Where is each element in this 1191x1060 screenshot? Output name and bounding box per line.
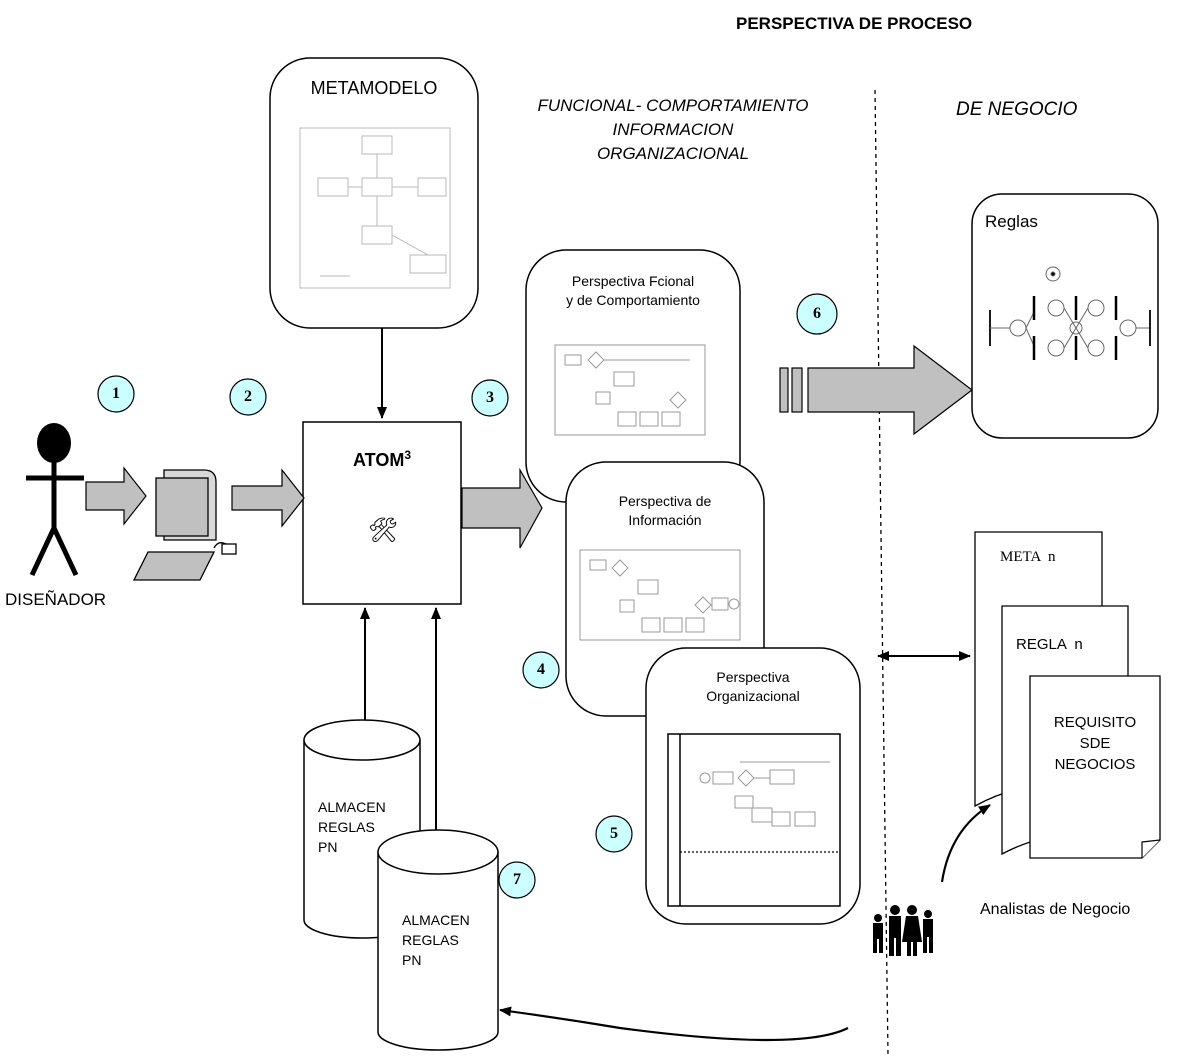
petri-net-thumbnail bbox=[989, 266, 1151, 360]
analysts-label: Analistas de Negocio bbox=[980, 901, 1131, 918]
rules-store-front bbox=[377, 829, 499, 1051]
metamodel-title: METAMODELO bbox=[310, 78, 438, 98]
information-process-thumbnail bbox=[579, 549, 741, 641]
analysts-to-store-arrow bbox=[499, 1006, 849, 1042]
organizational-perspective-box bbox=[645, 647, 861, 925]
designer-to-computer-arrow bbox=[85, 466, 147, 526]
atom-title: ATOM3 bbox=[303, 448, 461, 471]
metamodel-thumbnail bbox=[299, 127, 451, 289]
step-1-label: 1 bbox=[112, 385, 120, 402]
atom-to-perspectives-arrow bbox=[461, 467, 543, 549]
step-5-label: 5 bbox=[610, 825, 618, 842]
organizational-perspective-title: Perspectiva Organizacional bbox=[706, 669, 800, 704]
functional-perspective-title: Perspectiva Fcional y de Comportamiento bbox=[566, 273, 700, 308]
requisito-document-label: REQUISITO SDE NEGOCIOS bbox=[1053, 714, 1137, 773]
step-2-label: 2 bbox=[244, 388, 252, 405]
functional-process-thumbnail bbox=[554, 344, 706, 436]
people-group-icon bbox=[873, 905, 933, 956]
step-6-label: 6 bbox=[813, 305, 821, 322]
atom-superscript: 3 bbox=[404, 448, 411, 462]
designer-label: DISEÑADOR bbox=[5, 590, 107, 609]
perspectives-to-rules-arrow bbox=[779, 344, 973, 436]
requisito-page-fold bbox=[1141, 839, 1161, 858]
functional-area-heading: FUNCIONAL- COMPORTAMIENTO INFORMACION OR… bbox=[537, 96, 809, 163]
step-7-label: 7 bbox=[513, 871, 521, 888]
front-store-label: ALMACEN REGLAS PN bbox=[402, 912, 470, 968]
process-divider-line bbox=[874, 89, 889, 1056]
business-area-heading: DE NEGOCIO bbox=[956, 99, 1078, 120]
tools-icon: 🛠 bbox=[367, 516, 399, 544]
computer-icon bbox=[132, 469, 237, 581]
designer-figure bbox=[26, 423, 84, 577]
atom-box bbox=[302, 421, 462, 605]
meta-document-label: META n bbox=[1000, 549, 1056, 565]
step-4-label: 4 bbox=[537, 661, 545, 678]
atom-label: ATOM bbox=[352, 450, 405, 470]
rules-box bbox=[971, 193, 1159, 439]
metamodel-box bbox=[269, 57, 479, 329]
regla-document-label: REGLA n bbox=[1016, 636, 1083, 653]
process-perspective-title: PERSPECTIVA DE PROCESO bbox=[736, 14, 973, 33]
information-perspective-title: Perspectiva de Información bbox=[618, 493, 712, 528]
step-circles bbox=[97, 293, 838, 899]
rules-title: Reglas bbox=[985, 212, 1038, 231]
organizational-swimlane-thumbnail bbox=[667, 733, 841, 907]
computer-to-atom-arrow bbox=[231, 468, 305, 528]
back-store-label: ALMACEN REGLAS PN bbox=[318, 799, 386, 855]
step-3-label: 3 bbox=[486, 389, 494, 406]
analysts-to-documents-arrow bbox=[940, 804, 991, 883]
